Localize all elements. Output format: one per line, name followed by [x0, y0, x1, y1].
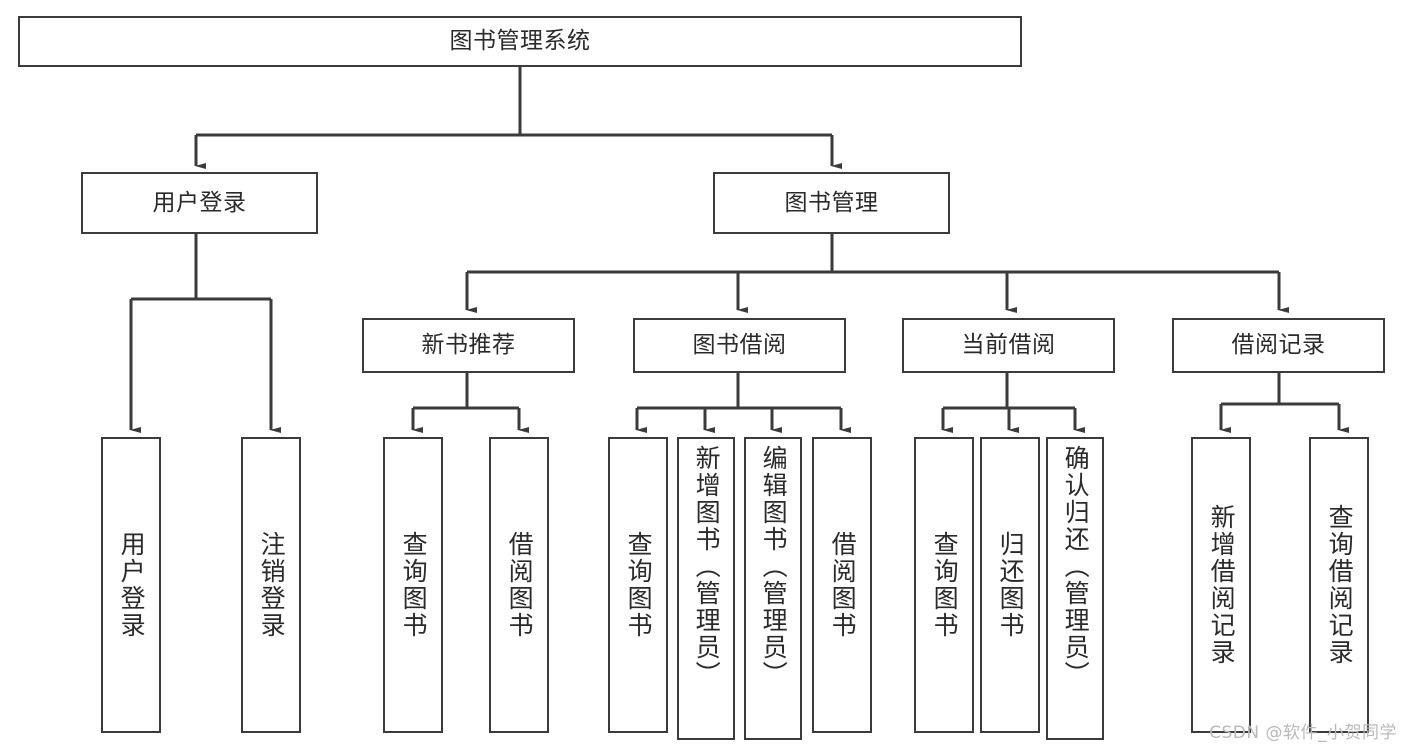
node-label: 用户登录 — [152, 189, 247, 216]
node-label: 查询图书 — [930, 531, 960, 639]
leaf-user-login-signout[interactable]: 注销登录 — [241, 437, 301, 733]
leaf-borrow-edit-book-admin[interactable]: 编辑图书（管理员） — [744, 437, 802, 740]
node-label: 图书管理系统 — [449, 28, 591, 55]
leaf-current-confirm-return-admin[interactable]: 确认归还（管理员） — [1046, 437, 1104, 740]
node-label: 查询图书 — [624, 531, 654, 639]
node-label: 编辑图书（管理员） — [759, 445, 789, 688]
leaf-current-query-book[interactable]: 查询图书 — [914, 437, 974, 733]
leaf-borrow-query-book[interactable]: 查询图书 — [608, 437, 668, 733]
node-borrow-records[interactable]: 借阅记录 — [1172, 318, 1385, 373]
node-current-borrow[interactable]: 当前借阅 — [902, 318, 1115, 373]
node-label: 查询图书 — [399, 531, 429, 639]
node-book-borrow[interactable]: 图书借阅 — [633, 318, 846, 373]
leaf-borrow-add-book-admin[interactable]: 新增图书（管理员） — [677, 437, 735, 740]
leaf-borrow-borrow-book[interactable]: 借阅图书 — [812, 437, 872, 733]
node-user-login[interactable]: 用户登录 — [81, 172, 318, 234]
leaf-user-login-signin[interactable]: 用户登录 — [101, 437, 161, 733]
node-label: 借阅图书 — [828, 531, 858, 639]
node-label: 借阅图书 — [505, 531, 535, 639]
node-label: 查询借阅记录 — [1325, 504, 1355, 666]
node-label: 确认归还（管理员） — [1061, 445, 1091, 688]
node-label: 新增图书（管理员） — [692, 445, 722, 688]
node-label: 用户登录 — [117, 531, 147, 639]
leaf-recommend-query-book[interactable]: 查询图书 — [383, 437, 443, 733]
leaf-records-add-record[interactable]: 新增借阅记录 — [1191, 437, 1251, 733]
node-label: 当前借阅 — [961, 332, 1056, 359]
node-new-book-recommend[interactable]: 新书推荐 — [362, 318, 575, 373]
leaf-current-return-book[interactable]: 归还图书 — [980, 437, 1040, 733]
node-label: 图书借阅 — [692, 332, 787, 359]
node-label: 新书推荐 — [421, 332, 516, 359]
node-label: 图书管理 — [784, 189, 879, 216]
node-root-book-management-system[interactable]: 图书管理系统 — [18, 16, 1022, 67]
leaf-recommend-borrow-book[interactable]: 借阅图书 — [489, 437, 549, 733]
leaf-records-query-record[interactable]: 查询借阅记录 — [1309, 437, 1369, 733]
node-book-management[interactable]: 图书管理 — [713, 172, 950, 234]
node-label: 归还图书 — [996, 531, 1026, 639]
node-label: 借阅记录 — [1231, 332, 1326, 359]
node-label: 注销登录 — [257, 531, 287, 639]
node-label: 新增借阅记录 — [1207, 504, 1237, 666]
